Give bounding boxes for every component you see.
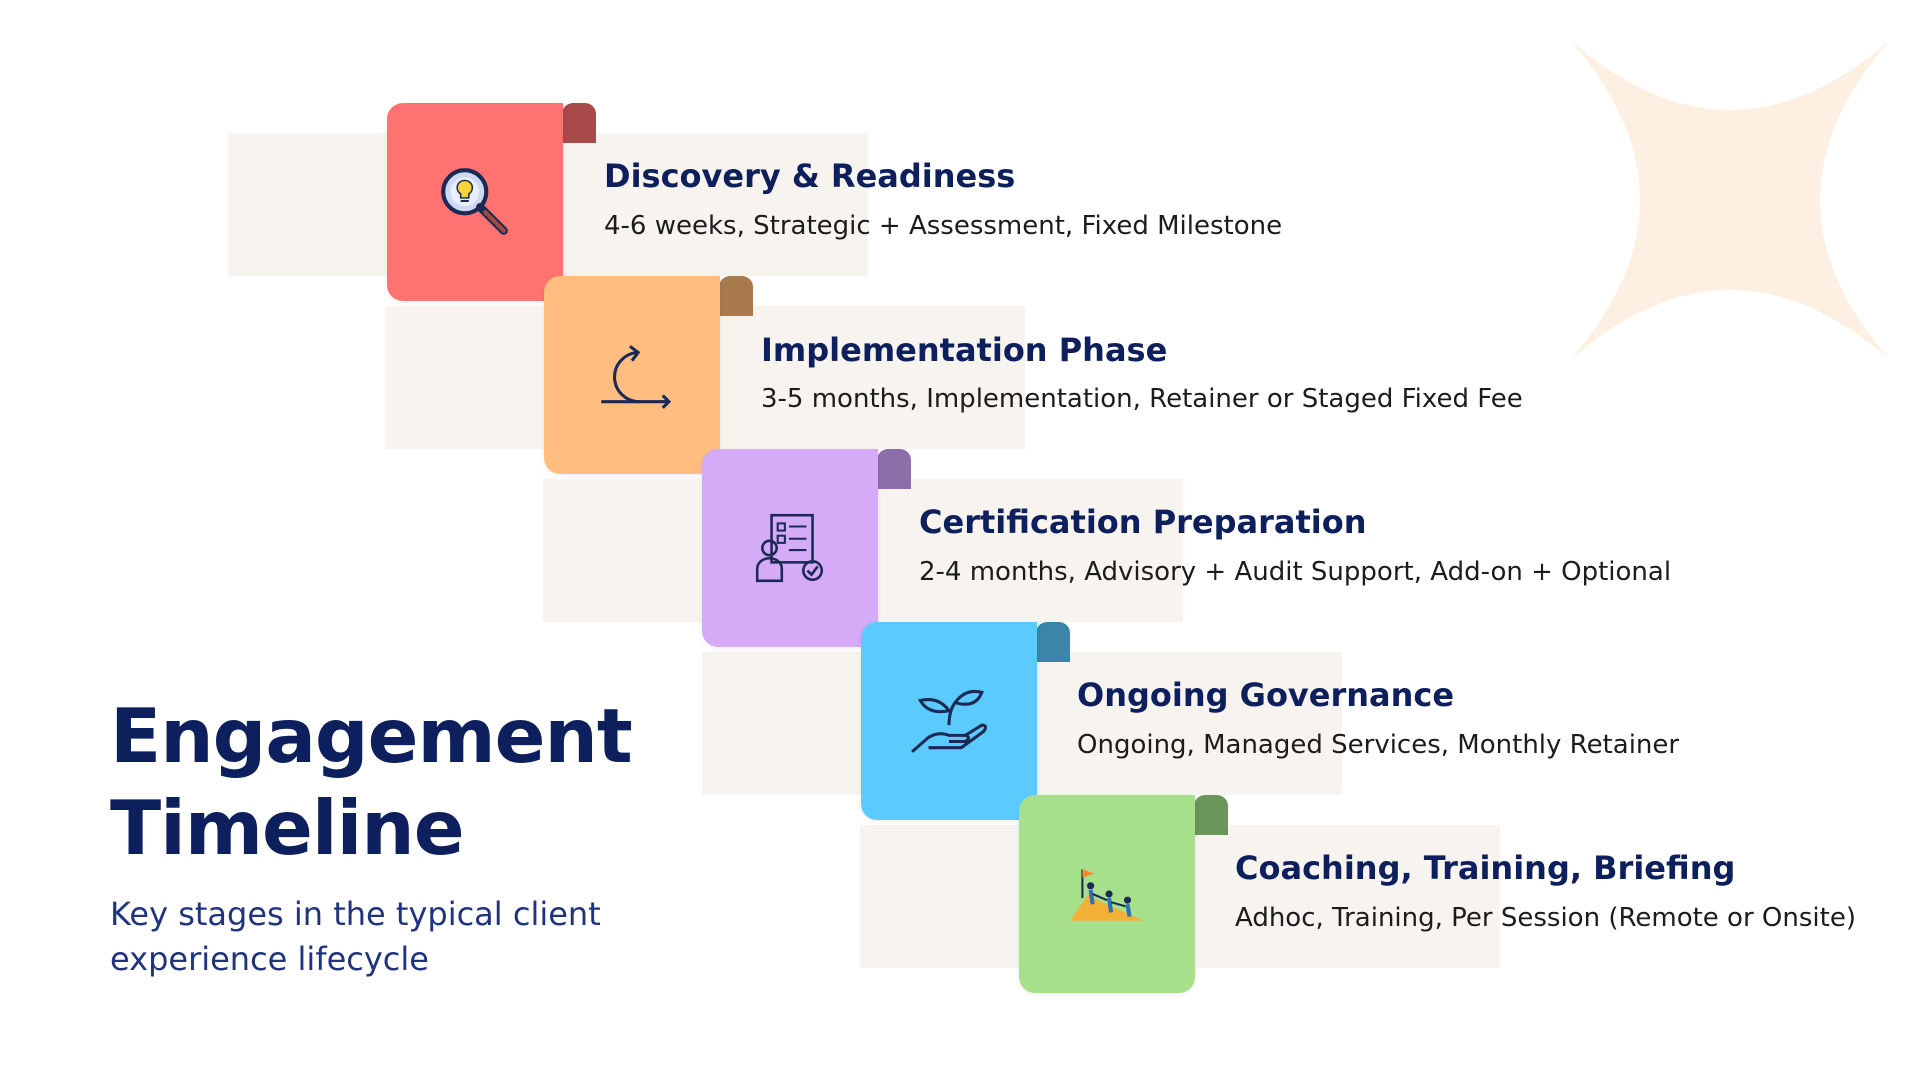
page-title-line2: Timeline — [110, 784, 464, 872]
stage-1-card-tab — [562, 103, 596, 143]
magnifier-lightbulb-icon — [434, 161, 516, 243]
stage-2-description: 3-5 months, Implementation, Retainer or … — [761, 384, 1523, 414]
stage-2-card — [544, 276, 720, 474]
cycle-arrow-icon — [591, 334, 673, 416]
stage-3-card — [702, 449, 878, 647]
page-title-line1: Engagement — [110, 692, 632, 780]
stage-3-title: Certification Preparation — [919, 503, 1367, 541]
stage-5-card-tab — [1194, 795, 1228, 835]
stage-1-title: Discovery & Readiness — [604, 157, 1015, 195]
checklist-person-icon — [749, 507, 831, 589]
stage-2-card-tab — [719, 276, 753, 316]
stage-4-card — [861, 622, 1037, 820]
stage-2-title: Implementation Phase — [761, 331, 1167, 369]
stage-5-card — [1019, 795, 1195, 993]
stage-3-description: 2-4 months, Advisory + Audit Support, Ad… — [919, 557, 1671, 587]
hand-sprout-icon — [908, 680, 990, 762]
stage-5-description: Adhoc, Training, Per Session (Remote or … — [1235, 903, 1856, 933]
stage-3-card-tab — [877, 449, 911, 489]
stage-1-description: 4-6 weeks, Strategic + Assessment, Fixed… — [604, 211, 1282, 241]
stage-4-card-tab — [1036, 622, 1070, 662]
stage-4-description: Ongoing, Managed Services, Monthly Retai… — [1077, 730, 1679, 760]
stage-4-title: Ongoing Governance — [1077, 676, 1454, 714]
stage-1-card — [387, 103, 563, 301]
stage-5-title: Coaching, Training, Briefing — [1235, 849, 1735, 887]
climbing-team-icon — [1066, 853, 1148, 935]
page-subtitle: Key stages in the typical client experie… — [110, 892, 670, 982]
star-decoration — [1560, 30, 1900, 370]
